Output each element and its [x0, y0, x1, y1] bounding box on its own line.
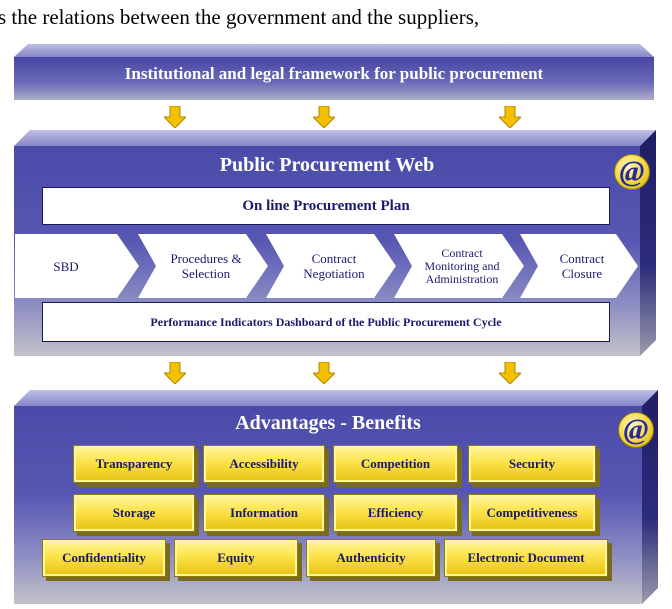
step-label: SBD [53, 258, 79, 274]
down-arrow-icon [164, 106, 186, 128]
benefit-electronic-document: Electronic Document [444, 539, 608, 577]
benefit-competition: Competition [333, 445, 458, 483]
down-arrow-icon [164, 362, 186, 384]
step-sbd: SBD [15, 234, 139, 298]
benefit-competitiveness: Competitiveness [468, 494, 596, 532]
at-sign-icon: @ [614, 154, 650, 190]
benefit-information: Information [203, 494, 325, 532]
framework-box: Institutional and legal framework for pu… [14, 44, 654, 100]
down-arrow-icon [313, 106, 335, 128]
benefit-storage: Storage [73, 494, 195, 532]
benefit-equity: Equity [174, 539, 298, 577]
benefit-efficiency: Efficiency [333, 494, 458, 532]
benefit-security: Security [468, 445, 596, 483]
benefit-authenticity: Authenticity [306, 539, 436, 577]
step-label: Procedures &Selection [170, 251, 242, 281]
benefit-transparency: Transparency [73, 445, 195, 483]
step-procedures-selection: Procedures &Selection [138, 234, 268, 298]
benefit-confidentiality: Confidentiality [42, 539, 166, 577]
down-arrow-icon [313, 362, 335, 384]
benefit-accessibility: Accessibility [203, 445, 325, 483]
at-sign-icon: @ [618, 412, 654, 448]
procurement-web-title: Public Procurement Web [219, 154, 435, 176]
dashboard-bar: Performance Indicators Dashboard of the … [42, 302, 610, 342]
framework-label: Institutional and legal framework for pu… [124, 64, 544, 83]
down-arrow-icon [499, 106, 521, 128]
procurement-plan-bar: On line Procurement Plan [42, 187, 610, 225]
benefits-title: Advantages - Benefits [235, 412, 421, 434]
down-arrow-icon [499, 362, 521, 384]
intro-text: s the relations between the government a… [0, 5, 480, 29]
